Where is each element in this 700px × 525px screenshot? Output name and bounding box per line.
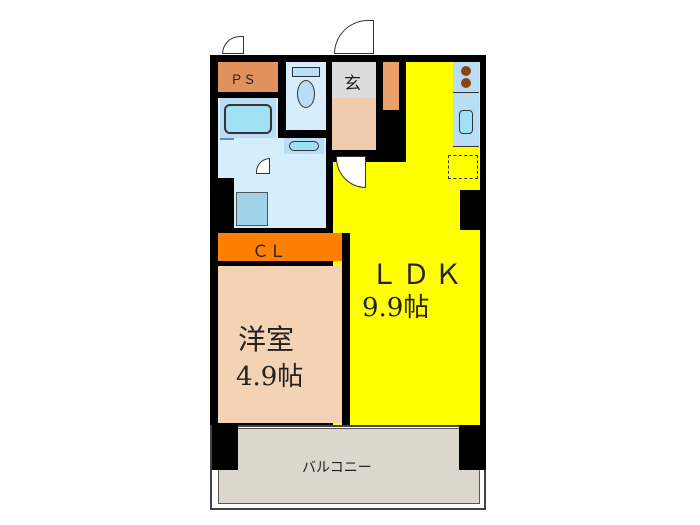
ldk-size: 9.9帖 [362, 293, 430, 323]
door-swing [256, 158, 270, 174]
shoe-cabinet-icon [383, 62, 399, 110]
kitchen-counter [453, 62, 479, 147]
closet-label: ＣＬ [252, 242, 286, 262]
room-toilet [286, 62, 326, 130]
bathtub-icon [220, 98, 276, 140]
room-washroom [234, 138, 326, 228]
western-room-label: 洋室 [238, 323, 295, 356]
room-ps: ＰＳ [218, 62, 278, 92]
room-entrance: 玄 [332, 62, 376, 98]
room-closet: ＣＬ [218, 233, 342, 262]
kitchen-sink-icon [459, 110, 473, 134]
refrigerator-space-icon [448, 155, 478, 179]
room-western: 洋室 4.9帖 [218, 266, 342, 423]
washbasin-icon [284, 138, 324, 154]
balcony-label: バルコニー [302, 460, 372, 476]
room-hall [332, 98, 376, 150]
ps-door-icon [222, 36, 244, 54]
entrance-label: 玄 [344, 74, 361, 94]
room-balcony [218, 428, 480, 504]
ldk-label: ＬＤＫ [370, 258, 467, 291]
western-room-size: 4.9帖 [236, 362, 304, 392]
washing-machine-pan-icon [236, 192, 268, 226]
toilet-icon [292, 67, 320, 77]
entrance-door-icon [334, 20, 374, 54]
ps-label: ＰＳ [230, 73, 257, 88]
stove-icon [461, 66, 471, 76]
